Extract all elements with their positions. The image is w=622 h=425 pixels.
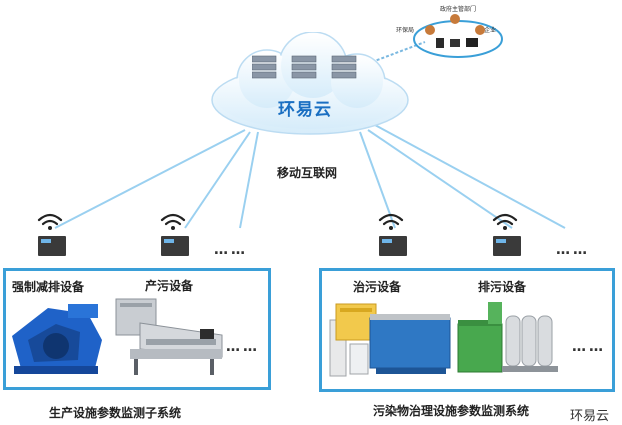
discharge-equipment-machine — [457, 302, 558, 373]
label-treatment-equipment: 治污设备 — [353, 280, 402, 294]
wifi-terminal-4 — [492, 213, 521, 256]
ellipsis-top-left: …… — [214, 242, 248, 258]
ellipsis-right-box: …… — [572, 339, 606, 355]
wifi-terminal-2 — [160, 213, 189, 256]
server-icons — [252, 55, 357, 79]
caption-production-monitor: 生产设施参数监测子系统 — [49, 406, 182, 420]
cloud-shape — [211, 32, 409, 135]
gov-network-diagram — [413, 14, 503, 58]
gov-label-left: 环保局 — [396, 27, 415, 34]
network-label: 移动互联网 — [277, 166, 338, 180]
watermark: 环易云 — [570, 409, 610, 424]
ellipsis-left-box: …… — [226, 339, 260, 355]
gov-label-right: 企业 — [484, 27, 497, 34]
ellipsis-top-right: …… — [556, 242, 590, 258]
polluting-equipment-machine — [115, 298, 223, 375]
wifi-terminal-3 — [378, 213, 407, 256]
label-polluting-equipment: 产污设备 — [145, 279, 194, 293]
forced-reduction-machine — [12, 304, 102, 374]
label-forced-reduction: 强制减排设备 — [12, 280, 85, 294]
treatment-equipment-machine — [329, 303, 451, 377]
cloud-title: 环易云 — [278, 100, 332, 120]
gov-label-top: 政府主管部门 — [440, 6, 477, 13]
label-discharge-equipment: 排污设备 — [478, 280, 527, 294]
wifi-terminal-1 — [37, 213, 66, 256]
caption-pollution-treatment-monitor: 污染物治理设施参数监测系统 — [373, 404, 530, 418]
